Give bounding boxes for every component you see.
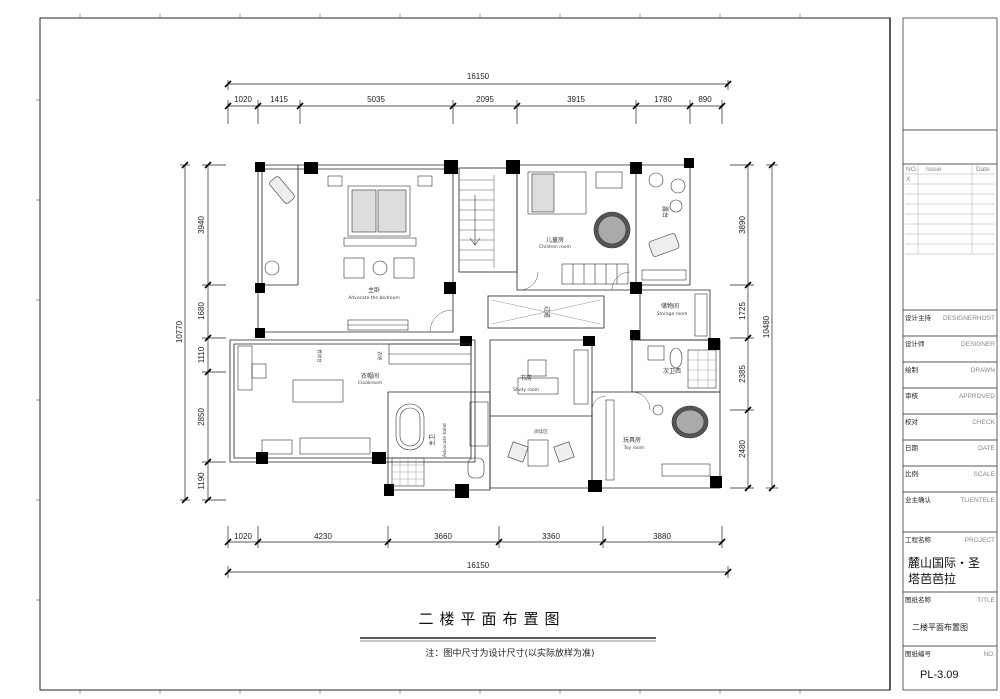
dim-top-seg: 1780 bbox=[654, 95, 672, 104]
structural-columns bbox=[255, 158, 722, 498]
small-label: 衣柜 bbox=[376, 352, 383, 361]
tb-label-en: DESIGNERHOST bbox=[943, 315, 995, 322]
issue-label: Issue bbox=[926, 166, 942, 173]
dim-left-seg: 3940 bbox=[197, 216, 206, 234]
dim-top-seg: 3915 bbox=[567, 95, 585, 104]
room-label-master-cn: 主卧 bbox=[368, 286, 380, 294]
room-label-children-cn: 儿童房 bbox=[546, 236, 564, 244]
project-name-line2: 塔芭芭拉 bbox=[908, 571, 956, 586]
dim-bottom-seg: 3660 bbox=[434, 532, 452, 541]
tb-label-en: APPROVED bbox=[959, 393, 995, 400]
tb-label-en: DESIGNER bbox=[961, 341, 995, 348]
dim-right-seg: 2385 bbox=[738, 365, 747, 383]
dim-left-seg: 1110 bbox=[197, 346, 206, 363]
room-label-storage-cn: 储物间 bbox=[661, 302, 679, 310]
dim-left-total: 10770 bbox=[175, 320, 184, 343]
tb-label-cn: 绘制 bbox=[905, 365, 919, 374]
sheet-title-label-en: TITLE bbox=[977, 597, 995, 604]
dim-left-seg: 1680 bbox=[197, 302, 206, 320]
tb-label-en: SCALE bbox=[974, 471, 996, 478]
tb-label-en: CHECK bbox=[972, 419, 995, 426]
sheet-no-label-cn: 图纸编号 bbox=[905, 649, 932, 658]
room-label-toilet-en: Advocate toilet bbox=[442, 423, 448, 457]
room-label-toy-en: Toy room bbox=[623, 445, 644, 451]
tb-label-cn: 校对 bbox=[905, 417, 919, 426]
room-label-master-en: Advocate the bedroom bbox=[348, 295, 399, 301]
tb-label-en: DATE bbox=[978, 445, 996, 452]
issue-no: NO. bbox=[906, 166, 918, 173]
dim-top-seg: 1415 bbox=[270, 95, 288, 104]
sheet-title: 二楼平面布置图 bbox=[912, 622, 968, 632]
tb-label-cn: 比例 bbox=[905, 469, 918, 478]
dim-right-seg: 1725 bbox=[738, 302, 747, 320]
project-label-en: PROJECT bbox=[965, 537, 995, 544]
dim-right-seg: 3890 bbox=[738, 216, 747, 234]
room-label-cloak-en: Cloakroom bbox=[358, 380, 382, 386]
dim-bottom-total: 16150 bbox=[467, 561, 490, 570]
dim-bottom-seg: 3360 bbox=[542, 532, 560, 541]
sheet-title-label-cn: 图纸名称 bbox=[905, 595, 932, 604]
dim-top-seg: 1020 bbox=[234, 95, 252, 104]
dim-left-seg: 2850 bbox=[197, 408, 206, 426]
room-label-children-en: Children room bbox=[539, 244, 571, 250]
room-label-balcony-cn: 露台 bbox=[661, 206, 669, 218]
issue-rows bbox=[905, 164, 995, 255]
dim-top-seg: 5035 bbox=[367, 95, 385, 104]
room-label-study-cn: 书房 bbox=[520, 374, 532, 382]
project-label-cn: 工程名称 bbox=[905, 535, 932, 544]
dim-bottom-seg: 4230 bbox=[314, 532, 332, 541]
tb-label-cn: 设计师 bbox=[905, 339, 925, 348]
tb-label-cn: 审核 bbox=[905, 391, 919, 400]
room-label-toilet-cn: 主卫 bbox=[428, 434, 436, 446]
walls bbox=[229, 164, 721, 491]
room-label-cloak-cn: 衣帽间 bbox=[361, 372, 379, 380]
tb-label-en: DRAWN bbox=[971, 367, 996, 374]
small-label: 梳妆台 bbox=[316, 349, 323, 363]
room-label-reading-cn: 阅读区 bbox=[534, 428, 548, 435]
dim-right-total: 10480 bbox=[762, 315, 771, 338]
dim-left-seg: 1190 bbox=[197, 472, 206, 490]
tb-label-cn: 设计主持 bbox=[905, 313, 932, 322]
room-label-toy-cn: 玩具房 bbox=[623, 436, 641, 444]
drawing-title: 二楼平面布置图 bbox=[418, 610, 565, 628]
frame-ticks bbox=[36, 14, 801, 694]
dim-top-total: 16150 bbox=[467, 72, 490, 81]
dim-top-seg: 2095 bbox=[476, 95, 494, 104]
tb-label-en: TLIENTELE bbox=[960, 497, 995, 504]
title-block bbox=[902, 17, 998, 691]
dim-top-seg: 890 bbox=[698, 95, 712, 104]
room-label-second-bath-cn: 次卫西 bbox=[663, 367, 681, 375]
sheet-no-label-en: NO. bbox=[983, 651, 995, 658]
issue-date: Date bbox=[976, 166, 990, 173]
dimension-ticks bbox=[181, 80, 776, 576]
room-label-study-en: Study room bbox=[513, 387, 539, 393]
room-label-storage-en: Storage room bbox=[657, 311, 688, 317]
tb-label-cn: 业主确认 bbox=[905, 495, 932, 504]
sheet-number: PL-3.09 bbox=[920, 669, 959, 681]
dim-bottom-seg: 3880 bbox=[653, 532, 671, 541]
dimension-lines bbox=[180, 80, 778, 578]
door-swings bbox=[429, 271, 651, 411]
drawing-note: 注：图中尺寸为设计尺寸(以实际放样为准) bbox=[425, 647, 594, 659]
issue-x: X bbox=[906, 176, 911, 183]
room-label-corridor-cn: 过道 bbox=[543, 306, 551, 318]
dim-right-seg: 2480 bbox=[738, 440, 747, 458]
dim-bottom-seg: 1020 bbox=[234, 532, 252, 541]
furniture bbox=[237, 171, 717, 487]
project-name-line1: 麓山国际・圣 bbox=[908, 556, 980, 570]
tb-label-cn: 日期 bbox=[905, 444, 919, 452]
